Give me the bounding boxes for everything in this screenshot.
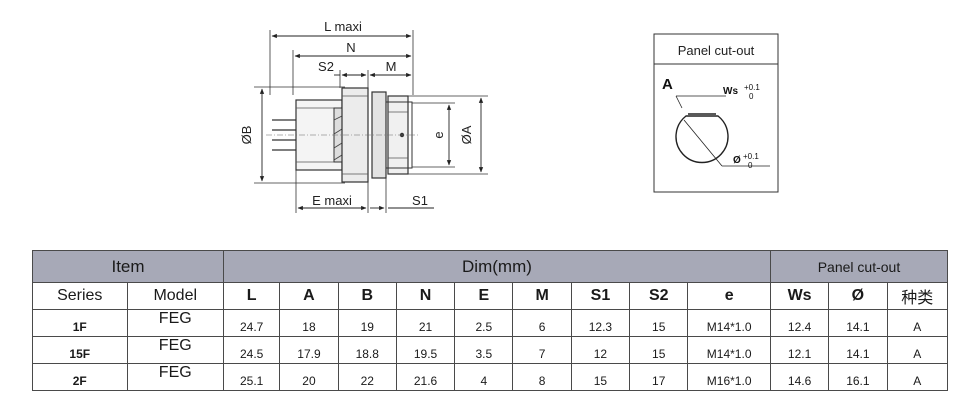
label-l-maxi: L maxi xyxy=(324,19,362,34)
header-model: Model xyxy=(126,282,224,310)
cutout-ws-label: Ws xyxy=(723,86,738,97)
cutout-ws-tol-lower: 0 xyxy=(749,92,754,101)
cell-m: 6 xyxy=(512,309,572,337)
connector-dimension-drawing: L maxi N S2 M ØB xyxy=(239,19,779,213)
header-group-item: Item xyxy=(32,250,224,283)
label-s1: S1 xyxy=(412,193,428,208)
table-row: 2F FEG 25.1 20 22 21.6 4 8 15 17 M16*1.0… xyxy=(32,363,949,391)
dimension-n: N xyxy=(292,40,412,95)
dimension-dia-a: ØA xyxy=(408,95,488,175)
cell-thread-e: M14*1.0 xyxy=(687,336,771,364)
cell-l: 24.7 xyxy=(222,309,281,337)
header-series: Series xyxy=(32,282,128,310)
cutout-d-shape xyxy=(675,115,729,164)
table-row: 1F FEG 24.7 18 19 21 2.5 6 12.3 15 M14*1… xyxy=(32,309,949,337)
cell-e: 2.5 xyxy=(454,309,514,337)
cell-e: 3.5 xyxy=(454,336,514,364)
table-column-header-row: Series Model L A B N E M S1 S2 e Ws Ø 种类 xyxy=(32,282,949,310)
cutout-dia-tol-upper: +0.1 xyxy=(743,152,759,161)
cell-l: 24.5 xyxy=(222,336,281,364)
label-n: N xyxy=(346,40,355,55)
cell-e: 4 xyxy=(454,363,514,391)
connector-body xyxy=(266,87,420,183)
header-cutout-type: 种类 xyxy=(886,282,949,310)
header-dim-n: N xyxy=(395,282,456,310)
cell-thread-e: M16*1.0 xyxy=(687,363,771,391)
cell-m: 7 xyxy=(512,336,572,364)
header-dim-s1: S1 xyxy=(570,282,631,310)
cutout-dia-label: Ø xyxy=(733,155,741,166)
cell-b: 22 xyxy=(337,363,397,391)
cell-n: 21 xyxy=(395,309,456,337)
header-dim-s2: S2 xyxy=(629,282,689,310)
cell-series: 2F xyxy=(32,363,128,391)
cell-s1: 12.3 xyxy=(570,309,631,337)
cell-model: FEG xyxy=(126,336,224,364)
cell-type: A xyxy=(886,336,949,364)
cutout-title: Panel cut-out xyxy=(678,43,755,58)
panel-cutout-box: Panel cut-out A Ws +0.1 0 Ø +0.1 0 xyxy=(653,33,779,193)
dimension-l-maxi: L maxi xyxy=(269,19,414,95)
cell-a: 17.9 xyxy=(279,336,339,364)
dimension-spec-table: Item Dim(mm) Panel cut-out Series Model … xyxy=(32,250,949,391)
dimension-e-maxi: E maxi xyxy=(295,170,369,213)
cell-series: 1F xyxy=(32,309,128,337)
cell-model: FEG xyxy=(126,363,224,391)
cell-diameter: 16.1 xyxy=(828,363,888,391)
cell-m: 8 xyxy=(512,363,572,391)
cell-type: A xyxy=(886,363,949,391)
label-m: M xyxy=(386,59,397,74)
cutout-dia-tol-lower: 0 xyxy=(748,161,753,170)
dimension-s1: S1 xyxy=(370,178,434,213)
cell-ws: 12.1 xyxy=(769,336,830,364)
label-dia-b: ØB xyxy=(239,126,254,145)
table-row: 15F FEG 24.5 17.9 18.8 19.5 3.5 7 12 15 … xyxy=(32,336,949,364)
cell-s2: 17 xyxy=(629,363,689,391)
header-group-panel-cutout: Panel cut-out xyxy=(769,250,949,283)
table-group-header-row: Item Dim(mm) Panel cut-out xyxy=(32,250,949,283)
cell-b: 18.8 xyxy=(337,336,397,364)
label-dia-a: ØA xyxy=(459,125,474,144)
cutout-ws-tol-upper: +0.1 xyxy=(744,83,760,92)
cell-type: A xyxy=(886,309,949,337)
dimension-e-thread: e xyxy=(412,102,455,168)
cell-n: 19.5 xyxy=(395,336,456,364)
header-dim-m: M xyxy=(512,282,572,310)
cell-s1: 12 xyxy=(570,336,631,364)
header-dim-e: E xyxy=(454,282,514,310)
cell-ws: 12.4 xyxy=(769,309,830,337)
cell-s1: 15 xyxy=(570,363,631,391)
cell-model: FEG xyxy=(126,309,224,337)
label-e: e xyxy=(431,131,446,138)
header-dim-l: L xyxy=(222,282,281,310)
label-s2: S2 xyxy=(318,59,334,74)
cell-l: 25.1 xyxy=(222,363,281,391)
header-cutout-diameter: Ø xyxy=(828,282,888,310)
cell-a: 20 xyxy=(279,363,339,391)
cell-series: 15F xyxy=(32,336,128,364)
cell-b: 19 xyxy=(337,309,397,337)
cell-a: 18 xyxy=(279,309,339,337)
cell-s2: 15 xyxy=(629,309,689,337)
header-dim-thread-e: e xyxy=(687,282,771,310)
cell-s2: 15 xyxy=(629,336,689,364)
cell-thread-e: M14*1.0 xyxy=(687,309,771,337)
label-e-maxi: E maxi xyxy=(312,193,352,208)
dimension-dia-b: ØB xyxy=(239,86,345,184)
cell-ws: 14.6 xyxy=(769,363,830,391)
header-group-dim: Dim(mm) xyxy=(223,250,771,283)
cell-diameter: 14.1 xyxy=(828,309,888,337)
header-cutout-ws: Ws xyxy=(769,282,830,310)
cell-n: 21.6 xyxy=(395,363,456,391)
header-dim-a: A xyxy=(279,282,339,310)
header-dim-b: B xyxy=(337,282,397,310)
dimension-s2-m: S2 M xyxy=(318,59,412,95)
cutout-type-label: A xyxy=(662,76,673,93)
cell-diameter: 14.1 xyxy=(828,336,888,364)
